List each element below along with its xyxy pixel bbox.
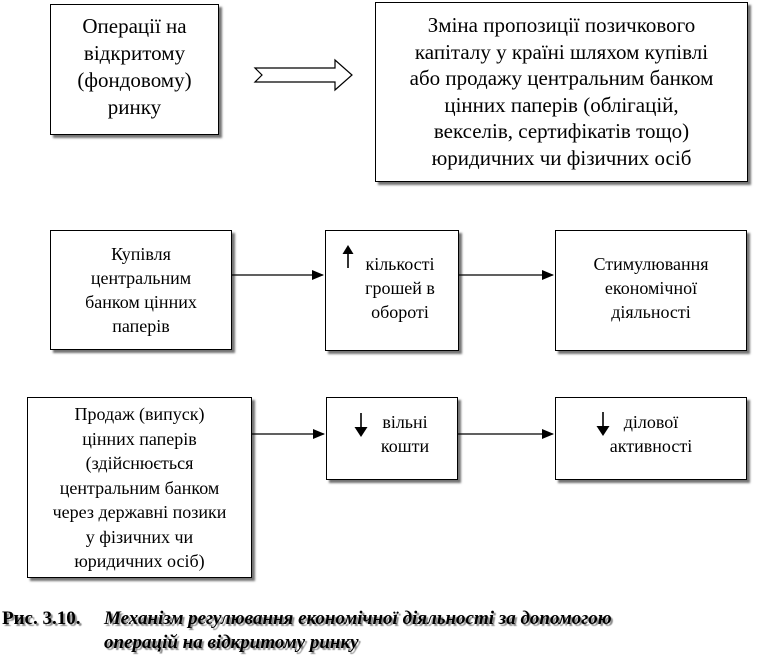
securities-purchase-box: Купівля центральним банком цінних папері…	[50, 230, 232, 350]
open-market-line-3: (фондовому)	[77, 68, 192, 92]
capital-supply-line-5: векселів, сертифікатів тощо)	[433, 119, 690, 143]
figure-caption-line-2: операцій на відкритому ринку	[104, 632, 359, 653]
capital-supply-line-4: цінних паперів (облігацій,	[444, 92, 679, 117]
business-activity-box: ділової активності	[555, 397, 747, 480]
sale-line-4: центральним банком	[59, 477, 220, 498]
free-funds-line-1: вільні	[382, 412, 428, 432]
sale-line-1: Продаж (випуск)	[74, 404, 205, 424]
open-market-line-1: Операції на	[82, 14, 187, 38]
figure-caption-label: Рис. 3.10.	[2, 608, 81, 629]
open-market-line-2: відкритому	[83, 41, 186, 65]
securities-sale-box: Продаж (випуск) цінних паперів (здійснює…	[27, 397, 252, 578]
purchase-line-3: банком цінних	[85, 292, 197, 312]
open-market-line-4: ринку	[107, 95, 162, 119]
figure-caption-line-1: Механізм регулювання економічної діяльно…	[104, 608, 612, 629]
money-line-1: кількості	[365, 254, 435, 274]
capital-supply-line-3: або продажу центральним банком	[409, 66, 714, 90]
sale-line-3: (здійснюється	[85, 453, 194, 473]
business-line-2: активності	[609, 436, 693, 456]
stimulation-line-1: Стимулювання	[593, 254, 709, 274]
capital-supply-line-6: юридичних чи фізичних осіб	[431, 145, 692, 170]
capital-supply-change-box: Зміна пропозиції позичкового капіталу у …	[375, 2, 748, 182]
open-market-operations-box: Операції на відкритому (фондовому) ринку	[50, 4, 219, 135]
figure-caption: Рис. 3.10.	[2, 607, 81, 631]
capital-supply-line-1: Зміна пропозиції позичкового	[427, 13, 696, 37]
sale-line-5: через державні позики	[52, 502, 227, 522]
free-funds-box: вільні кошти	[326, 397, 458, 480]
purchase-line-4: паперів	[112, 316, 170, 336]
arrow-down-icon	[596, 412, 610, 436]
arrow-down-icon	[354, 413, 368, 437]
economic-stimulation-box: Стимулювання економічної діяльності	[555, 230, 747, 351]
stimulation-line-2: економічної	[604, 278, 698, 298]
figure-caption-title: Механізм регулювання економічної діяльно…	[104, 607, 612, 655]
money-line-3: обороті	[371, 302, 429, 322]
money-in-circulation-box: кількості грошей в обороті	[325, 230, 459, 351]
arrow-up-icon	[342, 245, 354, 268]
money-line-2: грошей в	[365, 278, 435, 298]
purchase-line-1: Купівля	[111, 244, 171, 264]
stimulation-line-3: діяльності	[611, 302, 691, 322]
capital-supply-line-2: капіталу у країні шляхом купівлі	[414, 39, 709, 64]
sale-line-6: у фізичних чи	[85, 526, 194, 547]
free-funds-line-2: кошти	[380, 436, 430, 456]
block-arrow-top	[253, 58, 353, 92]
sale-line-7: юридичних осіб)	[74, 551, 205, 571]
business-line-1: ділової	[623, 412, 679, 432]
sale-line-2: цінних паперів	[82, 428, 197, 449]
purchase-line-2: центральним	[90, 268, 192, 288]
